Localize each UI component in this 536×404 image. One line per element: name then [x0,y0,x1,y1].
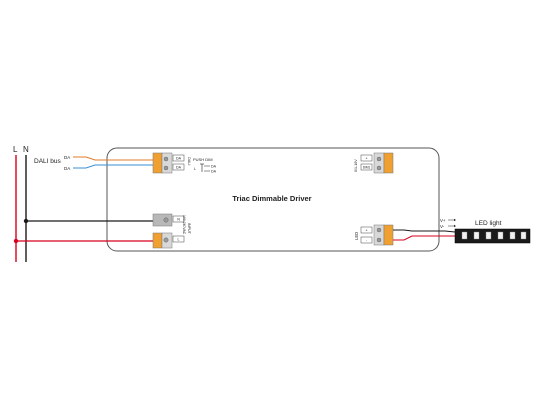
input-port-label: INPUT [187,223,191,235]
input-port-pin1: N [177,218,180,222]
dali-da2-label: DA [64,166,70,171]
dali-bus-label: DALI bus [34,158,61,165]
input-port-rating: 100-240VAC [182,215,186,235]
led-port-pin2: - [366,239,368,243]
push-dim-switch-symbol [200,163,210,172]
dali-da2-wire [73,164,160,169]
dali-port-pin2: DA [176,166,182,170]
push-dim-sep: L [194,167,196,171]
led-terminal-block [360,224,394,246]
output-terminal-block [360,152,394,174]
dali-port-label: DALI [187,157,191,165]
input-port-pin2: L [178,238,180,242]
dali-da1-label: DA [64,155,70,160]
dali-terminal-block [152,152,185,174]
dali-da1-wire [73,156,160,161]
led-vplus-label: V+ [440,218,446,223]
output-port-pin2: DIM1 [363,166,371,170]
push-dim-title: PUSH DIM [193,157,213,162]
led-negative-wire [393,235,455,241]
led-port-pin1: + [365,229,367,233]
push-dim-pin1: DA [211,165,217,169]
led-positive-wire [393,229,456,233]
mains-N-label: N [23,145,29,154]
output-port-pin1: + [365,157,367,161]
dali-port-pin1: DA [176,157,182,161]
line-junction [13,238,19,244]
output-port-label: 0/1-10V [354,159,358,172]
led-light-label: LED light [475,220,502,227]
input-terminal-block [152,213,185,249]
led-arrows [448,218,456,228]
neutral-junction [23,218,29,224]
led-vminus-label: V- [440,224,445,229]
led-strip [454,228,531,244]
driver-housing [106,147,440,252]
push-dim-pin2: DA [211,170,217,174]
led-port-label: LED [354,232,359,240]
driver-title: Triac Dimmable Driver [232,194,311,203]
mains-L-label: L [13,145,18,154]
